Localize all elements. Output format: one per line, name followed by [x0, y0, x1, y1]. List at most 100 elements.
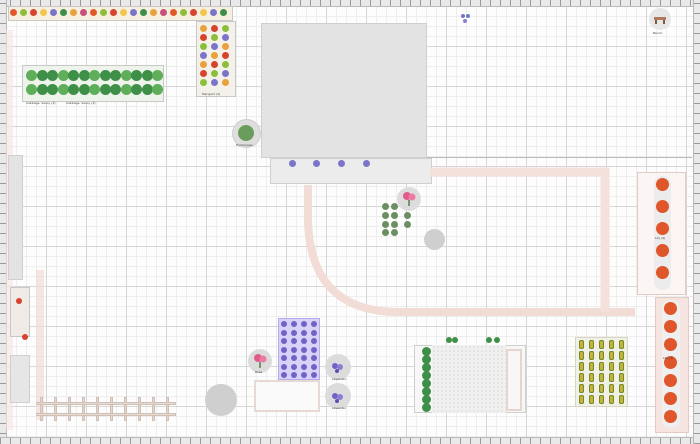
- corn-icon[interactable]: [579, 373, 584, 382]
- marigold-icon[interactable]: [200, 70, 207, 77]
- shrub-icon[interactable]: [494, 337, 500, 343]
- shrub-icon[interactable]: [452, 337, 458, 343]
- lavender-icon[interactable]: [281, 338, 287, 344]
- vegetable-icon[interactable]: [180, 9, 187, 16]
- seedling-icon[interactable]: [391, 203, 398, 210]
- cabbage-icon[interactable]: [68, 70, 79, 81]
- lily-icon[interactable]: [656, 178, 669, 191]
- lily-icon[interactable]: [664, 356, 677, 369]
- hedge-icon[interactable]: [422, 387, 431, 396]
- hedge-icon[interactable]: [422, 355, 431, 364]
- cabbage-icon[interactable]: [131, 70, 142, 81]
- corn-icon[interactable]: [589, 362, 594, 371]
- cabbage-icon[interactable]: [99, 70, 111, 81]
- lavender-icon[interactable]: [311, 355, 317, 361]
- vegetable-icon[interactable]: [140, 9, 147, 16]
- marigold-icon[interactable]: [222, 61, 229, 68]
- corn-icon[interactable]: [589, 395, 594, 404]
- hedge-icon[interactable]: [422, 347, 431, 356]
- lavender-icon[interactable]: [281, 346, 287, 353]
- marigold-icon[interactable]: [211, 52, 218, 59]
- lily-icon[interactable]: [664, 374, 677, 387]
- marigold-icon[interactable]: [211, 34, 218, 41]
- vegetable-icon[interactable]: [150, 9, 157, 16]
- lavender-icon[interactable]: [291, 363, 297, 370]
- corn-icon[interactable]: [609, 351, 614, 360]
- cabbage-icon[interactable]: [141, 84, 153, 95]
- cabbage-icon[interactable]: [152, 70, 163, 81]
- vegetable-icon[interactable]: [210, 9, 217, 16]
- lavender-icon[interactable]: [311, 372, 317, 378]
- seedling-icon[interactable]: [382, 212, 389, 219]
- cabbage-icon[interactable]: [120, 84, 132, 95]
- flower-icon[interactable]: [313, 160, 320, 167]
- marigold-icon[interactable]: [222, 79, 229, 86]
- vegetable-icon[interactable]: [220, 9, 227, 16]
- lavender-icon[interactable]: [281, 321, 287, 327]
- marigold-icon[interactable]: [200, 52, 207, 59]
- hedge-icon[interactable]: [422, 403, 431, 412]
- corn-icon[interactable]: [609, 362, 614, 371]
- corn-icon[interactable]: [589, 384, 594, 393]
- patio-area[interactable]: [261, 23, 427, 158]
- marigold-icon[interactable]: [200, 25, 207, 32]
- lavender-icon[interactable]: [301, 346, 307, 353]
- marigold-icon[interactable]: [200, 79, 207, 86]
- lavender-icon[interactable]: [301, 329, 307, 336]
- patio-step[interactable]: [270, 158, 432, 184]
- seedling-icon[interactable]: [382, 221, 389, 228]
- corn-icon[interactable]: [619, 351, 624, 360]
- hydrangea-icon[interactable]: [238, 125, 254, 141]
- corn-icon[interactable]: [619, 384, 624, 393]
- hedge-icon[interactable]: [422, 371, 431, 380]
- seedling-icon[interactable]: [382, 203, 389, 210]
- vegetable-icon[interactable]: [50, 9, 57, 16]
- lavender-icon[interactable]: [291, 346, 297, 353]
- corn-icon[interactable]: [599, 340, 604, 349]
- vegetable-icon[interactable]: [60, 9, 67, 16]
- cabbage-icon[interactable]: [78, 70, 90, 81]
- lavender-icon[interactable]: [301, 355, 307, 361]
- lavender-icon[interactable]: [311, 363, 317, 370]
- left-pink-post[interactable]: [36, 270, 44, 420]
- seedling-icon[interactable]: [404, 221, 411, 228]
- vegetable-icon[interactable]: [190, 9, 197, 16]
- corn-icon[interactable]: [599, 395, 604, 404]
- corn-icon[interactable]: [599, 384, 604, 393]
- marigold-icon[interactable]: [211, 43, 218, 50]
- flower-icon[interactable]: [338, 160, 345, 167]
- shrub-icon[interactable]: [446, 337, 452, 343]
- corn-icon[interactable]: [579, 351, 584, 360]
- vegetable-icon[interactable]: [120, 9, 127, 16]
- cabbage-icon[interactable]: [57, 84, 69, 95]
- lavender-icon[interactable]: [291, 372, 297, 378]
- raised-bed[interactable]: [254, 380, 320, 412]
- vegetable-icon[interactable]: [20, 9, 27, 16]
- marigold-icon[interactable]: [211, 70, 218, 77]
- corn-icon[interactable]: [609, 373, 614, 382]
- vegetable-icon[interactable]: [160, 9, 167, 16]
- cabbage-icon[interactable]: [36, 70, 48, 81]
- small-tomato-bed[interactable]: [10, 287, 30, 337]
- flower-icon[interactable]: [289, 160, 296, 167]
- corn-icon[interactable]: [619, 395, 624, 404]
- marigold-icon[interactable]: [222, 52, 229, 59]
- marigold-icon[interactable]: [200, 61, 207, 68]
- marigold-icon[interactable]: [222, 43, 229, 50]
- vegetable-icon[interactable]: [70, 9, 77, 16]
- corn-icon[interactable]: [589, 351, 594, 360]
- lily-icon[interactable]: [656, 200, 669, 213]
- lavender-icon[interactable]: [311, 329, 317, 336]
- hedge-icon[interactable]: [422, 395, 431, 404]
- corn-icon[interactable]: [579, 384, 584, 393]
- vegetable-icon[interactable]: [100, 9, 107, 16]
- marigold-icon[interactable]: [211, 79, 218, 86]
- cabbage-icon[interactable]: [152, 84, 163, 95]
- marigold-icon[interactable]: [200, 43, 207, 50]
- cabbage-icon[interactable]: [68, 84, 79, 95]
- corn-icon[interactable]: [609, 384, 614, 393]
- lavender-icon[interactable]: [291, 329, 297, 336]
- lavender-icon[interactable]: [281, 372, 287, 378]
